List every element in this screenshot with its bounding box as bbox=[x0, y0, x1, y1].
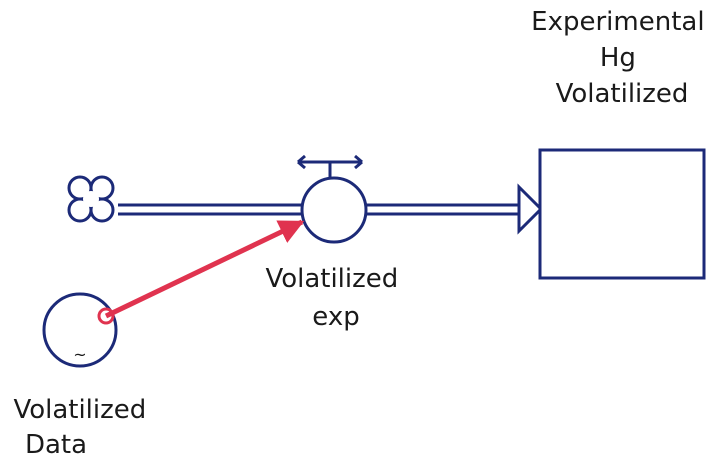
data-variable-label: Volatilized Data bbox=[13, 395, 154, 460]
flow-pipe bbox=[118, 203, 522, 216]
flow-label: Volatilized exp bbox=[265, 264, 406, 332]
flow-rate-circle[interactable] bbox=[300, 176, 368, 244]
stock-label: Experimental Hg Volatilized bbox=[531, 7, 713, 109]
flow-arrowhead-icon bbox=[517, 183, 544, 235]
stock-label-line-3: Volatilized bbox=[556, 79, 689, 109]
valve-icon bbox=[297, 154, 363, 177]
data-variable-label-line-1: Volatilized bbox=[13, 395, 146, 425]
data-variable-circle[interactable] bbox=[42, 292, 118, 368]
graphical-function-symbol: ~ bbox=[73, 345, 86, 364]
flow-label-line-2: exp bbox=[312, 302, 359, 332]
connector-arrow[interactable] bbox=[104, 219, 305, 319]
connector-origin bbox=[97, 307, 115, 325]
stock-label-line-2: Hg bbox=[600, 43, 636, 73]
stock-box[interactable] bbox=[538, 148, 706, 280]
data-variable-label-line-2: Data bbox=[25, 430, 87, 460]
flow-label-line-1: Volatilized bbox=[265, 264, 398, 294]
stock-label-line-1: Experimental bbox=[531, 7, 704, 37]
source-cloud-icon bbox=[67, 175, 115, 223]
